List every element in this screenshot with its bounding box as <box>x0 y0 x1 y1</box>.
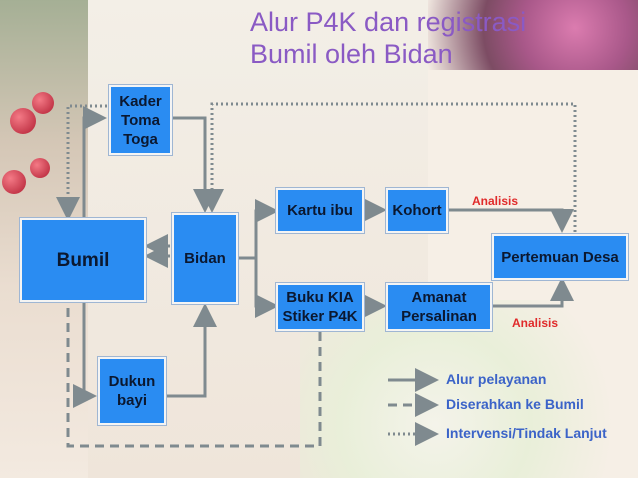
amanat-line-1: Amanat <box>411 289 467 306</box>
bumil-to-dukun-arrow <box>73 276 97 408</box>
node-kartu-ibu: Kartu ibu <box>276 188 364 233</box>
node-pertemuan-desa: Pertemuan Desa <box>492 234 628 280</box>
bidan-to-buku-arrow <box>254 258 279 318</box>
dukun-to-bidan-arrow <box>166 303 217 398</box>
node-kader: Kader Toma Toga <box>109 85 172 155</box>
node-bidan: Bidan <box>172 213 238 304</box>
berry-decoration <box>2 170 26 194</box>
kader-to-bidan-arrow <box>172 116 217 213</box>
amanat-line-2: Persalinan <box>401 308 477 325</box>
analisis-bottom-label: Analisis <box>512 316 559 330</box>
buku-to-bumil-dashed <box>56 279 322 448</box>
dukun-line-2: bayi <box>116 392 147 409</box>
title-line-1: Alur P4K dan registrasi <box>250 7 527 37</box>
node-dukun-bayi: Dukun bayi <box>98 357 166 425</box>
slide-title: Alur P4K dan registrasi Bumil oleh Bidan <box>250 6 526 70</box>
kohort-label: Kohort <box>392 202 442 219</box>
kohort-to-pertemuan-arrow <box>448 208 574 233</box>
amanat-to-pertemuan-arrow <box>492 277 574 308</box>
node-bumil: Bumil <box>20 218 146 302</box>
node-amanat-persalinan: Amanat Persalinan <box>386 283 492 331</box>
kader-line-3: Toga <box>123 130 158 148</box>
kartu-ibu-label: Kartu ibu <box>287 202 353 219</box>
berry-decoration <box>32 92 54 114</box>
bumil-label: Bumil <box>56 249 110 271</box>
kader-line-1: Kader <box>119 92 162 110</box>
legend-dotted-label: Intervensi/Tindak Lanjut <box>446 425 607 441</box>
buku-kia-line-1: Buku KIA <box>286 289 354 306</box>
analisis-top-label: Analisis <box>472 194 519 208</box>
node-kohort: Kohort <box>386 188 448 233</box>
buku-kia-line-2: Stiker P4K <box>282 308 358 325</box>
berry-decoration <box>30 158 50 178</box>
legend-dashed-label: Diserahkan ke Bumil <box>446 396 584 412</box>
bidan-to-kartu-arrow <box>238 199 279 260</box>
node-buku-kia: Buku KIA Stiker P4K <box>276 283 364 331</box>
pertemuan-label: Pertemuan Desa <box>501 248 619 266</box>
bidan-label: Bidan <box>184 250 226 267</box>
legend-solid-label: Alur pelayanan <box>446 371 547 387</box>
dukun-line-1: Dukun <box>108 373 156 390</box>
title-line-2: Bumil oleh Bidan <box>250 39 453 69</box>
berry-decoration <box>10 108 36 134</box>
background-flower-pink <box>428 0 638 70</box>
kader-line-2: Toma <box>121 111 160 129</box>
bumil-to-kader-arrow <box>82 106 107 218</box>
